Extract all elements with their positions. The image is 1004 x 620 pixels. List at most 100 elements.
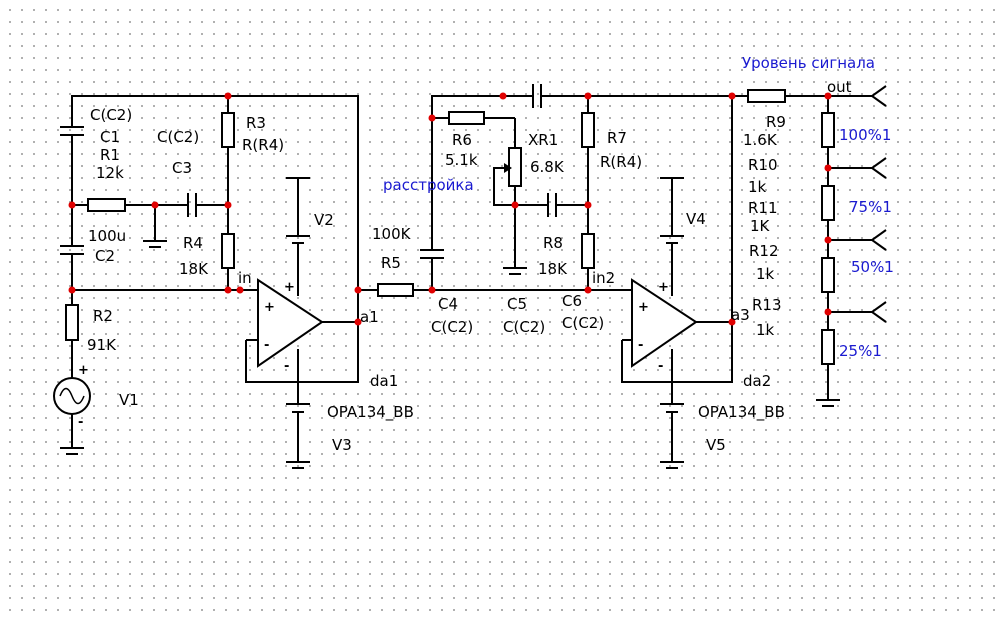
- label-c3: C3: [172, 159, 192, 177]
- label-r2: R2: [93, 307, 113, 325]
- potentiometer-xr1: [508, 147, 522, 187]
- label-c4: C4: [438, 295, 458, 313]
- resistor-r11: [821, 185, 835, 221]
- battery-v4: [660, 177, 684, 244]
- label-r12: R12: [749, 242, 779, 260]
- label-node-out: out: [827, 78, 852, 96]
- label-r11-value: 1K: [750, 217, 771, 235]
- label-r12-value: 1k: [756, 265, 775, 283]
- label-r9-value: 1.6K: [743, 131, 778, 149]
- label-r5: R5: [381, 254, 401, 272]
- label-c5-value: C(C2): [503, 318, 545, 336]
- terminal-icon[interactable]: [870, 85, 887, 107]
- sine-wave-icon: [59, 387, 85, 405]
- label-v1: V1: [119, 391, 139, 409]
- resistor-r9: [747, 89, 786, 103]
- resistor-r3: [221, 112, 235, 148]
- label-signal-level: Уровень сигнала: [742, 54, 875, 72]
- output-terminals: [870, 85, 887, 323]
- label-r1: R1: [100, 146, 120, 164]
- label-node-a3: a3: [731, 306, 750, 324]
- resistor-r5: [377, 283, 414, 297]
- resistor-r10: [821, 112, 835, 148]
- label-xr1: XR1: [528, 131, 558, 149]
- wiper-arrow-icon: [504, 163, 512, 173]
- ground-icon: [60, 447, 84, 455]
- resistors: [65, 89, 835, 365]
- label-da2: da2: [743, 372, 771, 390]
- label-r4: R4: [183, 234, 203, 252]
- label-c4-value: C(C2): [431, 318, 473, 336]
- label-detune: расстройка: [383, 176, 474, 194]
- opamp1-inv-sign: -: [264, 338, 269, 353]
- label-v4: V4: [686, 210, 706, 228]
- ground-icon: [503, 267, 527, 275]
- terminal-icon[interactable]: [870, 229, 887, 251]
- capacitor-c5: [532, 84, 542, 108]
- label-r5-value: 100K: [372, 225, 412, 243]
- terminal-icon[interactable]: [870, 157, 887, 179]
- opamp2-vminus-sign: -: [658, 359, 663, 374]
- capacitor-c4: [420, 249, 444, 259]
- label-r8: R8: [543, 234, 563, 252]
- junction-nodes: [68, 92, 832, 326]
- label-c2: C2: [95, 247, 115, 265]
- opamp2-noninv-sign: +: [638, 300, 649, 315]
- label-r7-value: R(R4): [600, 153, 642, 171]
- label-c1: C1: [100, 128, 120, 146]
- label-tap-75: 75%1: [849, 198, 892, 216]
- label-da1: da1: [370, 372, 398, 390]
- label-c1-value: C(C2): [90, 106, 132, 124]
- battery-v5: [660, 403, 684, 469]
- opamp2-vplus-sign: +: [658, 280, 669, 295]
- label-v5: V5: [706, 436, 726, 454]
- label-r4-value: 18K: [179, 260, 209, 278]
- label-r13: R13: [752, 296, 782, 314]
- battery-v3: [286, 403, 310, 469]
- label-r8-value: 18K: [538, 260, 568, 278]
- label-r11: R11: [748, 199, 778, 217]
- label-r9: R9: [766, 113, 786, 131]
- capacitor-c1: [60, 126, 84, 136]
- label-tap-100: 100%1: [839, 126, 891, 144]
- opamp1-noninv-sign: +: [264, 300, 275, 315]
- resistor-r1: [87, 198, 126, 212]
- capacitor-c6: [547, 193, 557, 217]
- label-node-in2: in2: [592, 269, 615, 287]
- terminal-icon[interactable]: [870, 301, 887, 323]
- label-r10-value: 1k: [748, 178, 767, 196]
- label-xr1-value: 6.8K: [530, 158, 565, 176]
- label-r3: R3: [246, 114, 266, 132]
- label-c5: C5: [507, 295, 527, 313]
- label-r6-value: 5.1k: [445, 151, 478, 169]
- supplies: [286, 177, 684, 469]
- label-c3-value: C(C2): [157, 128, 199, 146]
- label-r13-value: 1k: [756, 321, 775, 339]
- label-tap-50: 50%1: [851, 258, 894, 276]
- resistor-r6: [448, 111, 485, 125]
- label-r2-value: 91K: [87, 336, 117, 354]
- label-c2-value: 100u: [88, 227, 126, 245]
- label-v3: V3: [332, 436, 352, 454]
- v1-minus-sign: -: [78, 415, 83, 430]
- battery-v2: [286, 177, 310, 244]
- resistor-r13: [821, 329, 835, 365]
- ground-icon: [143, 240, 167, 248]
- label-r1-value: 12k: [96, 164, 124, 182]
- opamp-da2: + - + -: [631, 278, 698, 374]
- grounds: [60, 240, 840, 455]
- opamp1-vplus-sign: +: [284, 280, 295, 295]
- label-c6: C6: [562, 292, 582, 310]
- label-tap-25: 25%1: [839, 342, 882, 360]
- ac-source-v1: + -: [53, 363, 91, 430]
- opamp1-vminus-sign: -: [284, 359, 289, 374]
- capacitor-c2: [60, 245, 84, 255]
- ground-icon: [816, 399, 840, 407]
- opamp-da1: + - + -: [257, 278, 324, 374]
- label-c6-value: C(C2): [562, 314, 604, 332]
- label-opa2-model: OPA134_BB: [698, 403, 785, 422]
- capacitors: [60, 84, 557, 259]
- resistor-r12: [821, 257, 835, 293]
- resistor-r4: [221, 233, 235, 269]
